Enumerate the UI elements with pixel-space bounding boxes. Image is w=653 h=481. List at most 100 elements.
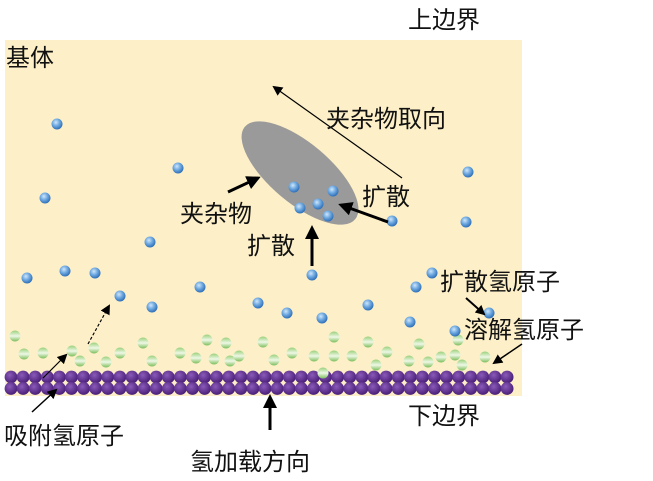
surface-atom — [331, 370, 345, 384]
dissolved-hydrogen-atom — [208, 353, 220, 365]
diffusing-hydrogen-atom — [483, 307, 495, 319]
diffusing-hydrogen-atom — [89, 267, 101, 279]
lower-boundary-label: 下边界 — [408, 402, 480, 430]
diffusing-hydrogen-atom — [39, 192, 51, 204]
surface-atom — [403, 382, 417, 395]
dissolved-hydrogen-atom — [66, 345, 78, 357]
inclusion-ellipse — [241, 121, 359, 225]
surface-atom — [500, 370, 514, 384]
surface-atom — [258, 370, 272, 384]
surface-atom — [28, 370, 42, 384]
diffusing-hydrogen-atom — [288, 181, 300, 193]
dissolved-hydrogen-atom — [201, 334, 213, 346]
surface-atom — [234, 370, 248, 384]
adsorbed-hydrogen-label: 吸附氢原子 — [4, 422, 124, 450]
surface-atom — [149, 382, 163, 395]
surface-atom — [53, 382, 66, 395]
dissolved-hydrogen-atom — [268, 354, 280, 366]
diffusing-hydrogen-atom — [59, 265, 71, 277]
dissolved-hydrogen-atom — [74, 355, 86, 367]
dissolved-hydrogen-atom — [146, 355, 158, 367]
surface-atom — [89, 370, 103, 384]
surface-atom — [149, 370, 163, 384]
surface-atom — [488, 370, 502, 384]
surface-atom-layer — [4, 370, 514, 395]
hydrogen-loading-direction-label: 氢加载方向 — [190, 448, 310, 476]
diffusing-hydrogen-atom — [327, 185, 339, 197]
diffusing-hydrogen-atom — [404, 316, 416, 328]
dissolved-hydrogen-atoms — [9, 330, 491, 379]
diffusing-hydrogen-pointer-arrow — [465, 297, 486, 316]
surface-atom — [137, 382, 151, 395]
surface-atom — [16, 370, 30, 384]
diffusing-hydrogen-atom — [410, 281, 422, 293]
dissolved-hydrogen-label: 溶解氢原子 — [464, 316, 584, 344]
surface-atom — [210, 382, 224, 395]
dissolved-hydrogen-atom — [233, 350, 245, 362]
dissolved-hydrogen-atom — [88, 342, 100, 354]
surface-atom — [307, 382, 320, 395]
dissolved-hydrogen-atom — [257, 336, 269, 348]
surface-atom — [125, 370, 139, 384]
surface-atom — [343, 370, 357, 384]
dissolved-hydrogen-atom — [435, 351, 447, 363]
surface-atom — [282, 382, 296, 395]
diffusing-hydrogen-atom — [312, 198, 324, 210]
dissolved-hydrogen-atom — [422, 356, 434, 368]
diffusing-hydrogen-atom — [252, 297, 264, 309]
surface-atom — [125, 382, 139, 395]
surface-atom — [161, 382, 175, 395]
dissolved-hydrogen-atom — [381, 346, 393, 358]
surface-atom — [416, 370, 429, 384]
inclusion-pointer-arrow — [227, 176, 261, 194]
surface-atom — [174, 382, 187, 395]
surface-atom — [174, 370, 187, 384]
surface-atom — [416, 382, 429, 395]
surface-atom — [343, 382, 357, 395]
diffusing-hydrogen-atom — [294, 202, 306, 214]
dissolved-hydrogen-atom — [456, 359, 468, 371]
diffusing-hydrogen-atom — [362, 299, 374, 311]
dissolved-hydrogen-atom — [328, 350, 340, 362]
diffusing-hydrogen-label: 扩散氢原子 — [440, 268, 560, 296]
dissolved-hydrogen-atom — [308, 350, 320, 362]
diffusion-bottom-label: 扩散 — [247, 232, 295, 260]
dissolved-hydrogen-atom — [370, 359, 382, 371]
adsorption-dashed-arrow — [87, 304, 110, 345]
diffusing-hydrogen-atom — [114, 290, 126, 302]
dissolved-hydrogen-atom — [286, 347, 298, 359]
dissolved-hydrogen-atom — [137, 337, 149, 349]
dissolved-hydrogen-atom — [18, 348, 30, 360]
diffusing-hydrogen-atom — [462, 166, 474, 178]
surface-atom — [222, 370, 236, 384]
surface-atom — [403, 370, 417, 384]
surface-atom — [440, 382, 453, 395]
dissolved-hydrogen-atom — [37, 347, 49, 359]
surface-atom — [295, 370, 308, 384]
diffusing-hydrogen-atom — [194, 281, 206, 293]
surface-atom — [428, 370, 441, 384]
surface-atom — [355, 382, 369, 395]
surface-atom — [488, 382, 502, 395]
surface-atom — [355, 370, 369, 384]
surface-atom — [331, 382, 345, 395]
surface-atom — [198, 382, 212, 395]
dissolved-hydrogen-atom — [328, 331, 340, 343]
dissolved-hydrogen-atom — [317, 367, 329, 379]
surface-atom — [307, 370, 320, 384]
diffusing-hydrogen-atom — [460, 216, 472, 228]
surface-atom — [319, 382, 332, 395]
arrows — [31, 85, 523, 430]
surface-atom — [464, 382, 478, 395]
dissolved-hydrogen-atom — [479, 351, 491, 363]
surface-atom — [77, 382, 90, 395]
diffusing-hydrogen-atom — [51, 118, 63, 130]
surface-atom — [4, 370, 18, 384]
surface-atom — [452, 382, 466, 395]
dissolved-hydrogen-atom — [174, 347, 186, 359]
surface-atom — [89, 382, 103, 395]
dissolved-hydrogen-atom — [190, 352, 202, 364]
surface-atom — [113, 370, 127, 384]
upper-boundary-label: 上边界 — [408, 6, 480, 34]
adsorbed-hydrogen-pointer-arrow — [31, 388, 58, 413]
